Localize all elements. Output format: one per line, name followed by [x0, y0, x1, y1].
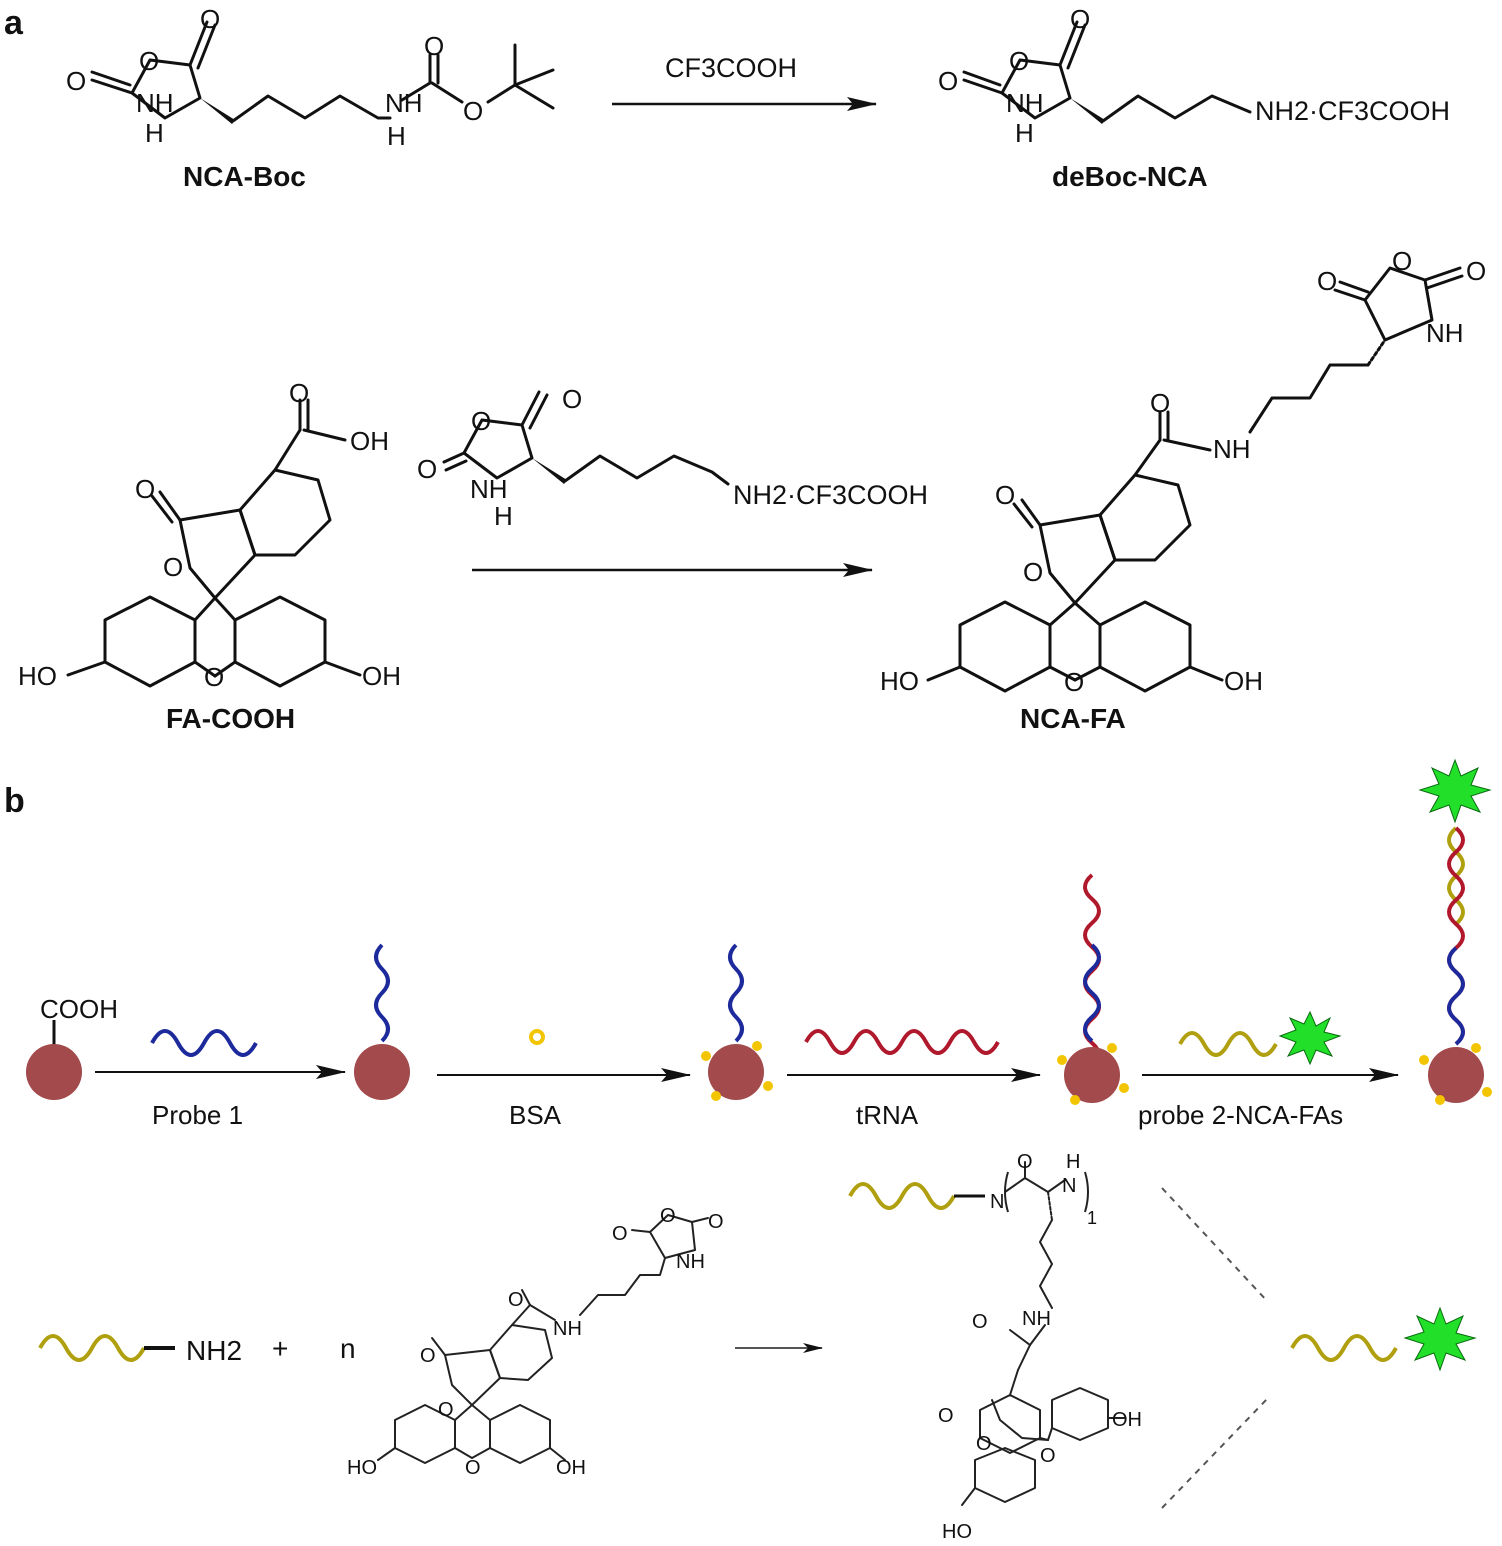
panel-b-label: b [4, 782, 25, 820]
left-ho: HO [880, 666, 919, 696]
carbonyl-o-2: O [66, 66, 86, 96]
nca-fa-name: NCA-FA [1020, 703, 1126, 734]
bsa-molecule [529, 1029, 545, 1045]
nca-ring-nh: NH [1426, 318, 1464, 348]
trna-strand [804, 1029, 1000, 1055]
step-label-probe2: probe 2-NCA-FAs [1138, 1100, 1343, 1130]
lactone-o: O [1023, 557, 1043, 587]
bottom-ho: HO [942, 1521, 972, 1543]
amide-o: O [1150, 388, 1170, 418]
step-label-trna: tRNA [856, 1100, 919, 1130]
carbamate-h: H [387, 121, 406, 151]
bead-bsa-stage [701, 943, 773, 1101]
ring-nh: NH [1006, 88, 1044, 118]
reagent-salt-label: NH2·CF3COOH [733, 480, 928, 510]
deboc-nca-name: deBoc-NCA [1052, 161, 1208, 192]
plus-sign: + [272, 1333, 288, 1364]
right-oh: OH [1224, 666, 1263, 696]
amide-nh: NH [553, 1318, 582, 1340]
carbonyl-o-1: O [200, 4, 220, 34]
zoom-line-bottom [1161, 1397, 1269, 1509]
deboc-nca-structure: O O O NH H [938, 4, 1252, 148]
step-label-bsa: BSA [509, 1100, 562, 1130]
carbonyl-o-1: O [562, 384, 582, 414]
probe1-strand [150, 1029, 258, 1057]
lactone-o: O [438, 1399, 454, 1421]
nca-fa-structure: O NH O O O NH O O O HO OH [880, 246, 1486, 697]
bead-trna-stage [1057, 873, 1129, 1105]
bead-cooh-stage: COOH [26, 994, 118, 1100]
probe2-fluor-icon [1290, 1306, 1477, 1372]
reagent-cf3cooh: CF3COOH [665, 53, 797, 83]
lactone-carbonyl-o: O [995, 480, 1015, 510]
step-label-probe1: Probe 1 [152, 1100, 243, 1130]
amine-label: NH2 [186, 1335, 242, 1366]
fa-cooh-structure: O OH O O O HO OH [18, 378, 401, 692]
xanthene-o: O [1064, 667, 1084, 697]
lactone-carbonyl-o: O [420, 1345, 436, 1367]
amine-probe2 [38, 1334, 175, 1362]
xanthene-o: O [1040, 1445, 1056, 1467]
n-coefficient: n [340, 1333, 356, 1364]
lactone-carbonyl-o: O [135, 474, 155, 504]
xanthene-o: O [465, 1457, 481, 1479]
chain-n: N [990, 1191, 1004, 1213]
ring-h: H [1015, 118, 1034, 148]
zoom-line-top [1161, 1187, 1269, 1303]
ring-h: H [145, 118, 164, 148]
magnetic-bead [26, 1044, 82, 1100]
ring-o: O [471, 406, 491, 436]
ring-nh: NH [136, 88, 174, 118]
deboc-salt-label: NH2·CF3COOH [1255, 96, 1450, 126]
lactone-carbonyl-o: O [938, 1405, 954, 1427]
nca-carbonyl-o-1: O [612, 1223, 628, 1245]
ring-o: O [139, 46, 159, 76]
left-ho: HO [347, 1457, 377, 1479]
probe2-fluor-reagent [1178, 1010, 1342, 1066]
acid-oh: OH [350, 426, 389, 456]
right-oh: OH [1112, 1409, 1142, 1431]
bead-final-stage [1418, 758, 1492, 1105]
nca-boc-name: NCA-Boc [183, 161, 306, 192]
right-oh: OH [556, 1457, 586, 1479]
cooh-label: COOH [40, 994, 118, 1024]
side-amide-o: O [972, 1311, 988, 1333]
nca-ring-o: O [1392, 246, 1412, 276]
amide-nh: NH [1213, 434, 1251, 464]
amide-o: O [508, 1289, 524, 1311]
nca-boc-structure: O O O NH H NH H O O [66, 4, 555, 151]
right-oh: OH [362, 661, 401, 691]
side-chain-nh: NH [1022, 1308, 1051, 1330]
ring-o: O [1009, 46, 1029, 76]
boc-carbonyl-o: O [424, 31, 444, 61]
chain-n2: N [1062, 1175, 1076, 1197]
fa-cooh-name: FA-COOH [166, 703, 295, 734]
ring-nh: NH [470, 474, 508, 504]
nca-carbonyl-o-1: O [1317, 266, 1337, 296]
carbamate-nh: NH [385, 88, 423, 118]
nca-carbonyl-o-2: O [708, 1211, 724, 1233]
carbonyl-o-2: O [417, 454, 437, 484]
acid-o: O [289, 378, 309, 408]
chain-carbonyl-o: O [1017, 1151, 1033, 1173]
carbonyl-o-2: O [938, 66, 958, 96]
lactone-o: O [976, 1433, 992, 1455]
nca-ring-o: O [660, 1205, 676, 1227]
repeat-subscript: 1 [1087, 1208, 1097, 1228]
nca-carbonyl-o-2: O [1466, 256, 1486, 286]
nca-ring-nh: NH [676, 1251, 705, 1273]
ring-h: H [494, 501, 513, 531]
panel-a-label: a [4, 4, 24, 42]
reagent-deboc-nca-structure: O O O NH H [417, 384, 730, 531]
lactone-o: O [163, 552, 183, 582]
left-ho: HO [18, 661, 57, 691]
carbonyl-o-1: O [1070, 4, 1090, 34]
bead-probe1-stage [354, 943, 410, 1100]
small-nca-fa-structure: O NH O O O NH O O O HO OH [347, 1205, 724, 1479]
boc-ether-o: O [463, 96, 483, 126]
chain-h: H [1066, 1151, 1080, 1173]
probe2-poly-fa-structure: N O H N 1 NH O O O O OH HO [848, 1151, 1142, 1543]
xanthene-o: O [204, 662, 224, 692]
